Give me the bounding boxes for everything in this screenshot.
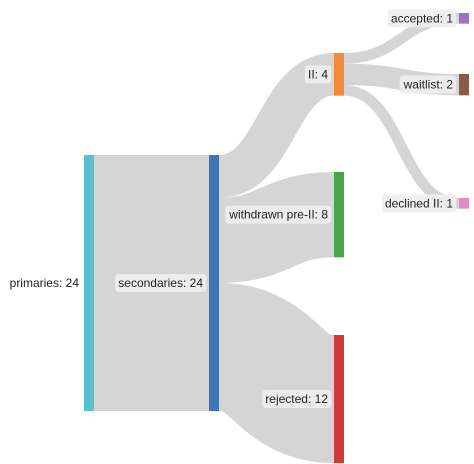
sankey-labels: primaries: 24 secondaries: 24 II: 4 withdra… bbox=[10, 9, 457, 408]
label-primaries: primaries: 24 bbox=[10, 276, 80, 290]
node-rejected[interactable] bbox=[334, 335, 344, 463]
label-accepted: accepted: 1 bbox=[391, 11, 453, 25]
label-bg-withdrawn bbox=[225, 205, 332, 224]
node-waitlist[interactable] bbox=[459, 74, 469, 96]
label-waitlist: waitlist: 2 bbox=[403, 78, 454, 92]
label-declined: declined II: 1 bbox=[385, 196, 453, 210]
label-ii: II: 4 bbox=[308, 67, 328, 81]
label-bg-waitlist bbox=[399, 75, 457, 94]
label-withdrawn: withdrawn pre-II: 8 bbox=[228, 208, 328, 222]
label-bg-ii bbox=[304, 65, 332, 84]
node-ii[interactable] bbox=[334, 53, 344, 96]
label-bg-rejected bbox=[262, 390, 332, 408]
link-ii-to-declined[interactable] bbox=[343, 84, 460, 209]
label-bg-declined bbox=[381, 194, 457, 213]
label-bg-secondaries bbox=[115, 274, 207, 292]
label-secondaries: secondaries: 24 bbox=[118, 276, 203, 290]
node-secondaries[interactable] bbox=[209, 155, 219, 411]
node-declined[interactable] bbox=[459, 198, 469, 209]
link-secondaries-to-ii[interactable] bbox=[216, 52, 337, 198]
label-rejected: rejected: 12 bbox=[265, 392, 328, 406]
sankey-nodes bbox=[84, 13, 469, 463]
node-primaries[interactable] bbox=[84, 155, 94, 411]
label-bg-accepted bbox=[387, 9, 457, 28]
node-accepted[interactable] bbox=[459, 13, 469, 24]
node-withdrawn[interactable] bbox=[334, 172, 344, 258]
